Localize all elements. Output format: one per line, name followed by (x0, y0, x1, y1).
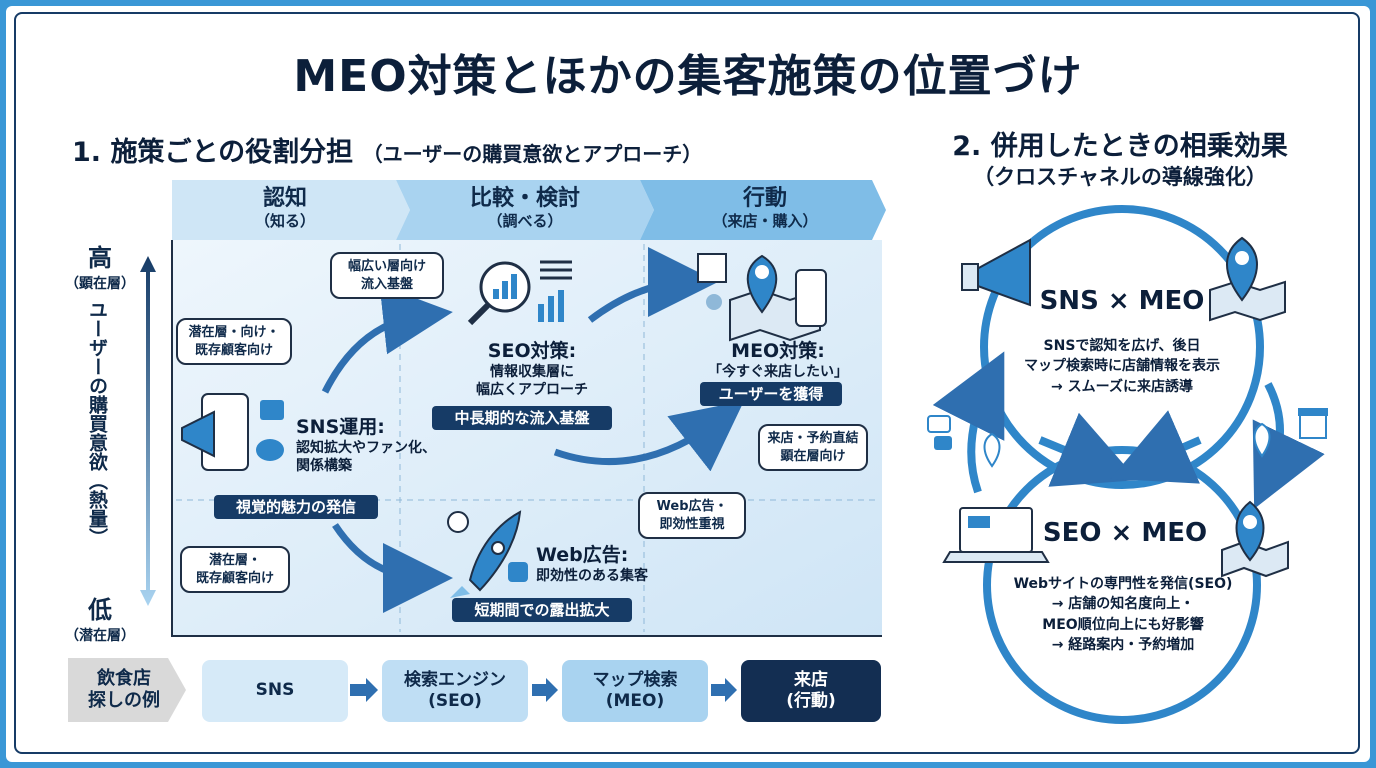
map-pin-icon (697, 253, 827, 342)
axis-low-sub: （潜在層） (65, 628, 135, 644)
laptop-icon (942, 507, 1050, 563)
stage-action-sub: （来店・購入） (712, 212, 818, 231)
cycle-bottom-text: Webサイトの専門性を発信(SEO) → 店舗の知名度向上・ MEO順位向上にも… (992, 574, 1254, 655)
cycle-bottom-line2: → 店舗の知名度向上・ (1051, 596, 1195, 613)
flow-arrow-3 (711, 678, 737, 702)
axis-high-label: 高 (88, 244, 112, 272)
flow-step-seo: 検索エンジン (SEO) (382, 660, 528, 722)
flow-step-sns: SNS (202, 660, 348, 722)
section1-heading: 1. 施策ごとの役割分担 （ユーザーの購買意欲とアプローチ） (72, 130, 702, 169)
stage-compare: 比較・検討（調べる） (420, 186, 630, 230)
stage-chevron-1 (172, 180, 410, 240)
cycle-arrow-left (932, 351, 1005, 494)
meo-block: MEO対策: 「今すぐ来店したい」 (690, 336, 866, 381)
flow-arrow-2 (532, 678, 558, 702)
smartphone-icon (181, 393, 284, 471)
seo-pill: 中長期的な流入基盤 (432, 406, 612, 430)
meo-pill: ユーザーを獲得 (700, 382, 842, 406)
section2-heading-text: 2. 併用したときの相乗効果 (952, 131, 1288, 162)
section1-subheading: （ユーザーの購買意欲とアプローチ） (362, 142, 703, 166)
sns-pill: 視覚的魅力の発信 (214, 495, 378, 519)
location-pin-small-icon (983, 432, 1001, 468)
stage-awareness-label: 認知 (262, 186, 307, 211)
section2-heading: 2. 併用したときの相乗効果（クロスチャネルの導線強化） (910, 130, 1330, 190)
sns-desc1: 認知拡大やファン化、 (296, 440, 436, 456)
sns-desc2: 関係構築 (296, 458, 352, 475)
chat-icon (927, 415, 952, 450)
arrow-seo-meo-low (553, 400, 745, 472)
sns-bubble-top: 潜在層・向け・ 既存顧客向け (176, 318, 292, 366)
location-pin-small-icon-2 (1253, 422, 1271, 458)
flow-label: 飲食店 探しの例 (88, 667, 160, 712)
stage-awareness: 認知（知る） (190, 186, 380, 230)
flow-step-meo: マップ検索 (MEO) (562, 660, 708, 722)
inner-border (14, 12, 1360, 754)
map-pin-icon-top (1209, 236, 1286, 322)
meo-desc1: 「今すぐ来店したい」 (708, 364, 848, 380)
cycle-top-title: SNS × MEO (1039, 286, 1205, 316)
arrow-seo-meo (587, 247, 718, 323)
web-pill: 短期間での露出拡大 (452, 598, 632, 622)
seo-title: SEO対策: (487, 340, 577, 362)
seo-bubble: 幅広い層向け 流入基盤 (330, 252, 444, 300)
stage-action-label: 行動 (742, 186, 787, 211)
stage-compare-label: 比較・検討 (469, 186, 580, 211)
store-icon (1298, 408, 1328, 439)
meo-title: MEO対策: (731, 340, 825, 362)
chart-axes (171, 240, 882, 637)
megaphone-icon (961, 238, 1031, 307)
stage-compare-sub: （調べる） (487, 212, 563, 231)
map-pin-icon-bottom (1221, 500, 1289, 578)
page-title: MEO対策とほかの集客施策の位置づけ (293, 51, 1083, 102)
cycle-arrow-center2 (1110, 410, 1202, 484)
flow-label-bg (68, 658, 186, 722)
seo-desc2: 幅広くアプローチ (476, 382, 588, 399)
sns-title: SNS運用: (296, 416, 385, 438)
section1-heading-text: 1. 施策ごとの役割分担 (72, 137, 354, 168)
sns-block: SNS運用: 認知拡大やファン化、 関係構築 (296, 412, 466, 475)
section2-subheading: （クロスチャネルの導線強化） (973, 164, 1267, 189)
web-desc1: 即効性のある集客 (536, 568, 648, 584)
axis-arrow (140, 256, 156, 606)
cycle-top-line1: SNSで認知を広げ、後日 (1043, 338, 1201, 354)
stage-chevron-3 (640, 180, 886, 240)
cycle-bottom-line4: → 経路案内・予約増加 (1051, 636, 1195, 653)
web-bubble: Web広告・ 即効性重視 (638, 492, 746, 540)
axis-high-sub: （顕在層） (65, 276, 135, 292)
stage-chevron-2 (396, 180, 654, 240)
seo-block: SEO対策: 情報収集層に 幅広くアプローチ (452, 336, 612, 399)
axis-low-label: 低 (88, 596, 112, 624)
arrow-sns-web (332, 523, 453, 613)
axis-label: ユーザーの購買意欲（熱量） (86, 300, 108, 547)
arrow-sns-seo (321, 284, 453, 394)
stage-awareness-sub: （知る） (254, 212, 315, 231)
web-block: Web広告: 即効性のある集客 (536, 540, 706, 585)
seo-desc1: 情報収集層に (490, 364, 574, 380)
cycle-arrow-right (1252, 382, 1325, 509)
cycle-top-line2: マップ検索時に店舗情報を表示 (1024, 358, 1220, 375)
magnifier-chart-icon (467, 260, 572, 326)
flow-step-visit: 来店 (行動) (741, 660, 881, 722)
cycle-bottom-line1: Webサイトの専門性を発信(SEO) (1013, 576, 1233, 592)
cycle-top-text: SNSで認知を広げ、後日 マップ検索時に店舗情報を表示 → スムーズに来店誘導 (992, 336, 1252, 397)
rocket-icon (447, 510, 528, 598)
axis-low: 低 （潜在層） (60, 590, 140, 645)
cycle-top-line3: → スムーズに来店誘導 (1051, 378, 1193, 395)
flow-arrow-1 (350, 678, 378, 702)
cycle-bottom-line3: MEO順位向上にも好影響 (1042, 616, 1204, 633)
web-title: Web広告: (536, 544, 629, 566)
stage-action: 行動（来店・購入） (660, 186, 870, 230)
axis-high: 高 （顕在層） (60, 238, 140, 293)
cycle-arrow-center (1038, 412, 1138, 487)
cycle-bottom-title: SEO × MEO (1042, 518, 1208, 548)
sns-bubble-bottom: 潜在層・ 既存顧客向け (180, 546, 290, 594)
meo-bubble: 来店・予約直結 顕在層向け (758, 424, 868, 472)
